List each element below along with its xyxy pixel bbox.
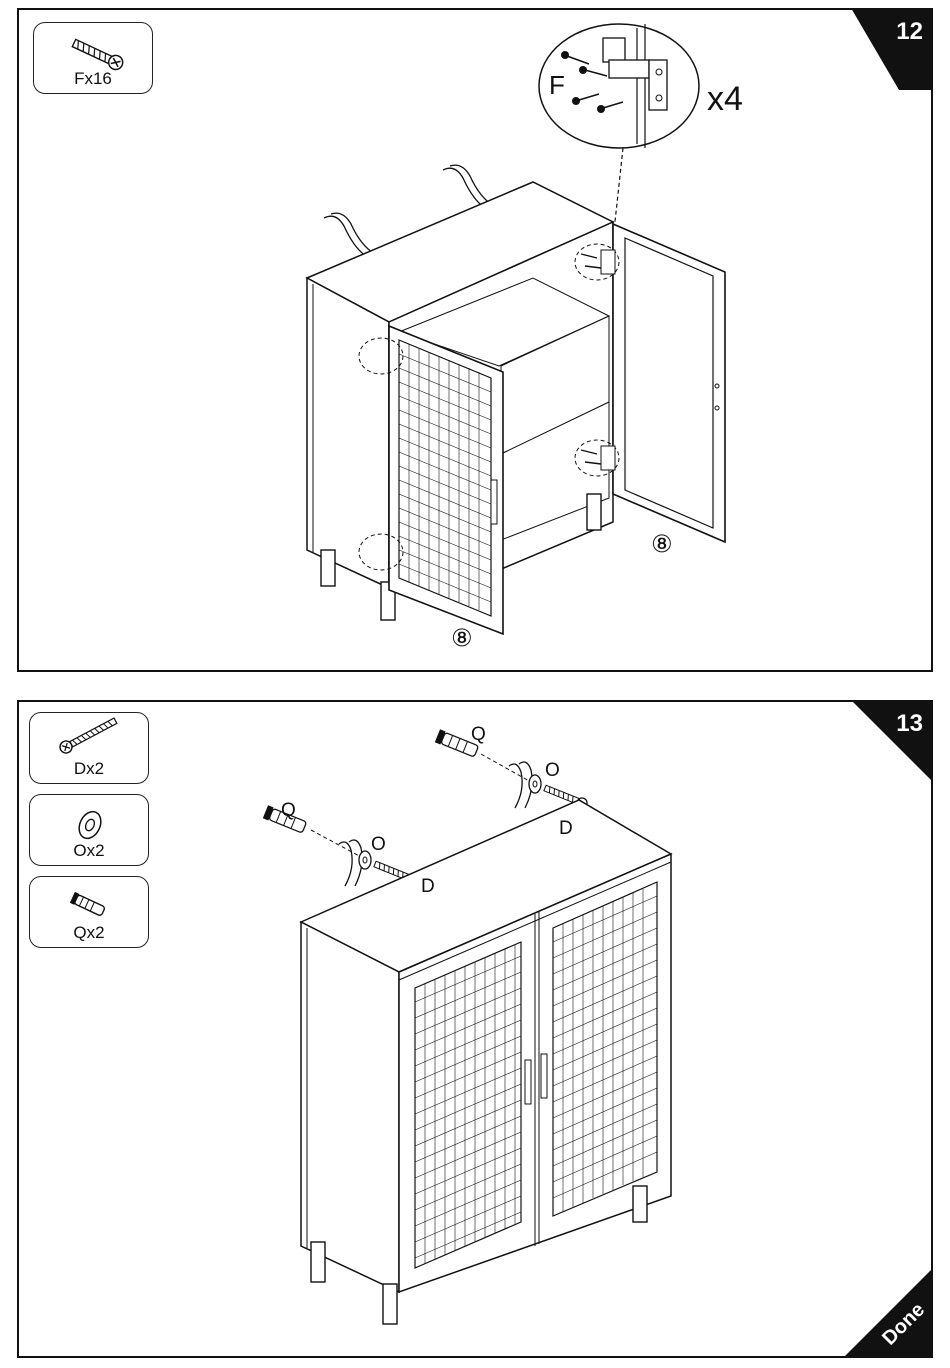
callout-d-right: D [559, 818, 573, 840]
left-door-label: ⑧ [451, 624, 473, 652]
callout-o-right: O [545, 760, 560, 782]
callout-q-right: Q [471, 724, 486, 746]
step-12-panel: 12 Fx16 [17, 8, 933, 672]
callout-q-left: Q [281, 800, 296, 822]
callout-o-left: O [371, 834, 386, 856]
callout-d-left: D [421, 876, 435, 898]
inset-part-letter: F [549, 70, 565, 100]
right-door-label: ⑧ [651, 530, 673, 558]
cabinet-hinge-illustration: F x4 [19, 10, 935, 674]
inset-quantity: x4 [707, 80, 743, 118]
cabinet-wall-anchor-illustration [19, 702, 935, 1360]
left-door-mesh [415, 942, 521, 1268]
right-door-mesh [553, 882, 657, 1216]
step-13-panel: 13 Done Dx2 Ox2 Qx [17, 700, 933, 1358]
